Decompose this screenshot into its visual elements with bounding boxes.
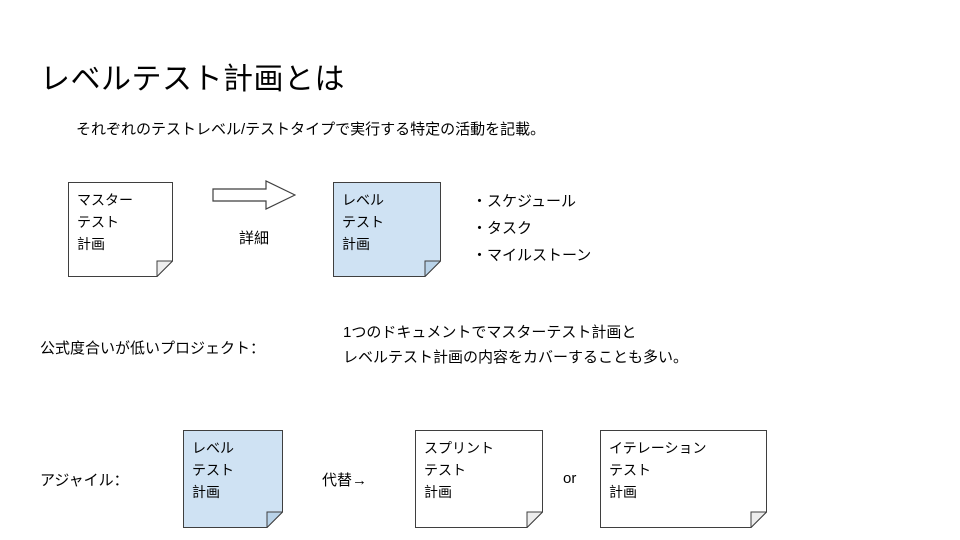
iteration-test-plan-note: イテレーション テスト 計画 (600, 430, 767, 528)
alternative-label: 代替→ (322, 472, 368, 489)
note-shape (68, 182, 173, 277)
agile-level-test-plan-note: レベル テスト 計画 (183, 430, 283, 528)
bullet-item: ・マイルストーン (472, 247, 592, 264)
agile-label: アジャイル： (40, 472, 129, 489)
note-shape (600, 430, 767, 528)
informal-project-text: 1つのドキュメントでマスターテスト計画と レベルテスト計画の内容をカバーすること… (343, 324, 689, 366)
sprint-test-plan-text: スプリント テスト 計画 (424, 440, 494, 500)
or-label: or (563, 470, 577, 487)
master-test-plan-text: マスター テスト 計画 (77, 192, 133, 252)
slide-title: レベルテスト計画とは (40, 63, 345, 96)
note-shape (183, 430, 283, 528)
level-test-plan-note: レベル テスト 計画 (333, 182, 441, 277)
sprint-test-plan-note: スプリント テスト 計画 (415, 430, 543, 528)
informal-project-label: 公式度合いが低いプロジェクト： (40, 340, 266, 357)
arrow-label: 詳細 (238, 230, 269, 247)
level-plan-bullet-list: ・スケジュール ・タスク ・マイルストーン (472, 188, 591, 269)
master-test-plan-note: マスター テスト 計画 (68, 182, 173, 277)
note-shape (333, 182, 441, 277)
level-test-plan-text: レベル テスト 計画 (342, 192, 384, 252)
bullet-item: ・スケジュール (472, 193, 576, 210)
iteration-test-plan-text: イテレーション テスト 計画 (609, 440, 707, 500)
slide-subtitle: それぞれのテストレベル/テストタイプで実行する特定の活動を記載。 (76, 121, 546, 138)
agile-level-test-plan-text: レベル テスト 計画 (192, 440, 234, 500)
bullet-item: ・タスク (472, 220, 533, 237)
detail-arrow-icon (212, 180, 296, 210)
note-shape (415, 430, 543, 528)
